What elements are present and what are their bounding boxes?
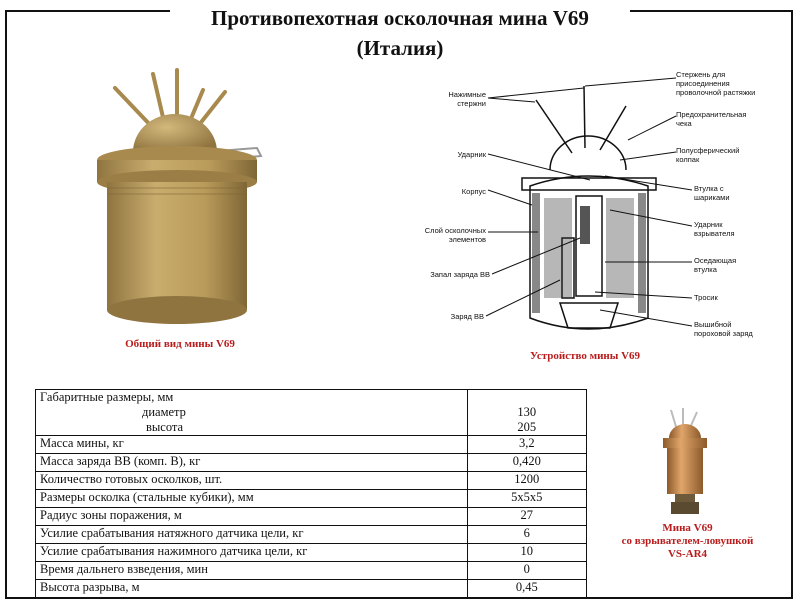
spec-name: Масса мины, кг (35, 435, 468, 454)
diagram-label-cable: Тросик (694, 293, 718, 302)
caption-general-view: Общий вид мины V69 (125, 338, 235, 350)
caption-booby-trap: Мина V69 со взрывателем-ловушкой VS-AR4 (621, 522, 754, 560)
spec-value: 1200 (466, 471, 588, 490)
table-row: Габаритные размеры, мм диаметр высота 13… (35, 389, 588, 436)
spec-name: Количество готовых осколков, шт. (35, 471, 468, 490)
spec-value: 0 (466, 561, 588, 580)
spec-value: 3,2 (466, 435, 588, 454)
mine-device-diagram (521, 85, 657, 330)
spec-name: Габаритные размеры, мм диаметр высота (35, 389, 468, 436)
spec-value: 27 (466, 507, 588, 526)
title-block: Противопехотная осколочная мина V69 (Ита… (170, 0, 630, 62)
spec-name: Размеры осколка (стальные кубики), мм (35, 489, 468, 508)
mine-booby-trap-image (663, 408, 707, 514)
spec-value: 10 (466, 543, 588, 562)
diagram-label-charge: Заряд ВВ (450, 312, 484, 321)
diagram-label-striker: Ударник (457, 150, 486, 159)
diagram-label-charge-fuze: Запал заряда ВВ (430, 270, 490, 279)
diagram-label-body: Корпус (461, 187, 486, 196)
page-title: Противопехотная осколочная мина V69 (211, 6, 589, 30)
spec-value: 6 (466, 525, 588, 544)
spec-name: Усилие срабатывания нажимного датчика це… (35, 543, 468, 562)
table-row: Количество готовых осколков, шт.1200 (35, 471, 588, 490)
spec-name: Высота разрыва, м (35, 579, 468, 598)
specifications-table: Габаритные размеры, мм диаметр высота 13… (35, 389, 588, 598)
mine-general-view-image (97, 68, 263, 324)
spec-name: Радиус зоны поражения, м (35, 507, 468, 526)
spec-name: Время дальнего взведения, мин (35, 561, 468, 580)
spec-value: 0,45 (466, 579, 588, 598)
caption-device: Устройство мины V69 (529, 350, 641, 362)
table-row: Усилие срабатывания нажимного датчика це… (35, 543, 588, 562)
spec-name: Усилие срабатывания натяжного датчика це… (35, 525, 468, 544)
table-row: Усилие срабатывания натяжного датчика це… (35, 525, 588, 544)
spec-value: 5x5x5 (466, 489, 588, 508)
spec-name: Масса заряда ВВ (комп. В), кг (35, 453, 468, 472)
spec-value: 130 205 (466, 389, 588, 436)
page-subtitle: (Италия) (356, 36, 444, 60)
spec-value: 0,420 (466, 453, 588, 472)
